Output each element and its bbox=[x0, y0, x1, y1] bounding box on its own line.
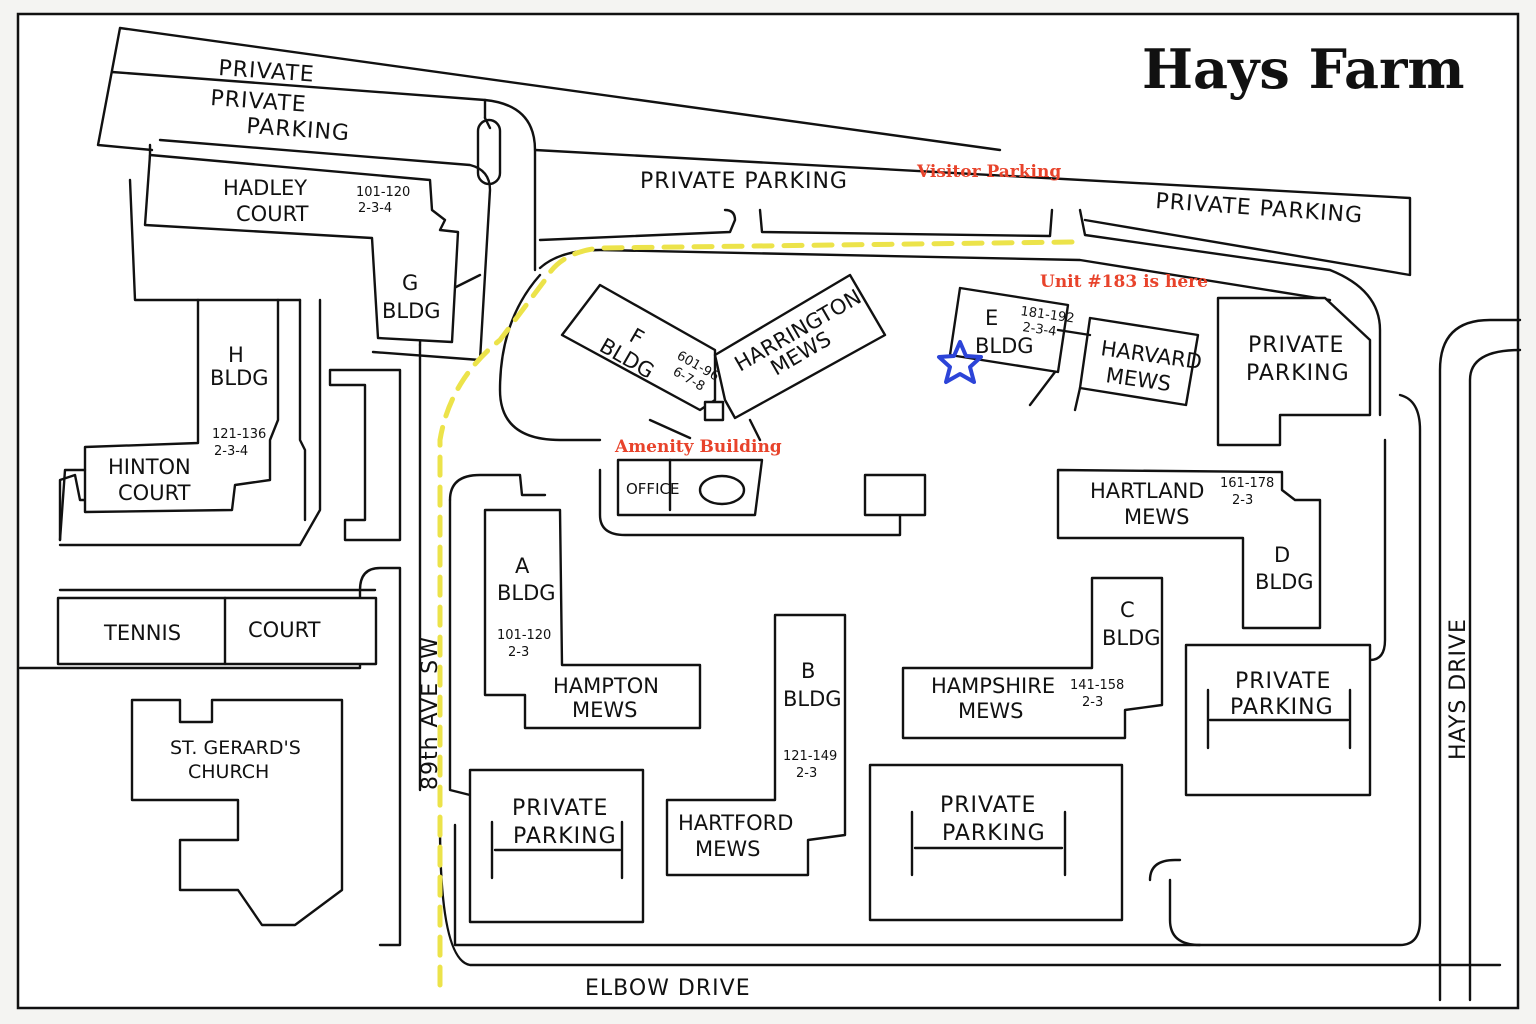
svg-text:COURT: COURT bbox=[236, 202, 309, 226]
parking-lot-bottom-mid bbox=[868, 763, 1124, 922]
parking-label-lot-d2: PARKING bbox=[942, 821, 1046, 846]
svg-text:BLDG: BLDG bbox=[975, 334, 1034, 358]
amenity-building-label: Amenity Building bbox=[614, 437, 782, 457]
svg-text:COURT: COURT bbox=[248, 618, 321, 642]
svg-text:A: A bbox=[515, 554, 530, 578]
svg-text:OFFICE: OFFICE bbox=[626, 480, 679, 498]
map-title: Hays Farm bbox=[1142, 37, 1465, 101]
amenity-building bbox=[616, 458, 764, 517]
visitor-parking-label: Visitor Parking bbox=[916, 162, 1061, 182]
parking-label-lot-c1: PRIVATE bbox=[512, 796, 608, 821]
svg-text:D: D bbox=[1274, 543, 1290, 567]
harrington-building bbox=[713, 273, 887, 420]
svg-text:HAMPTON: HAMPTON bbox=[553, 674, 659, 698]
svg-text:HADLEY: HADLEY bbox=[223, 176, 307, 200]
svg-text:TENNIS: TENNIS bbox=[103, 621, 181, 645]
svg-text:BLDG: BLDG bbox=[210, 366, 269, 390]
hartland-building bbox=[1056, 468, 1322, 630]
harvard-building bbox=[1078, 316, 1200, 407]
parking-label-top: PRIVATE PARKING bbox=[640, 169, 848, 194]
parking-label-lot-b1: PRIVATE bbox=[1235, 669, 1331, 694]
church-building bbox=[130, 698, 344, 927]
svg-text:BLDG: BLDG bbox=[382, 299, 441, 323]
road-lines bbox=[18, 26, 1522, 1002]
svg-text:141-158: 141-158 bbox=[1070, 678, 1124, 693]
svg-text:2-3: 2-3 bbox=[508, 645, 529, 660]
svg-text:HARTFORD: HARTFORD bbox=[678, 811, 793, 835]
svg-text:121-136: 121-136 bbox=[212, 427, 266, 442]
unit-location-label: Unit #183 is here bbox=[1040, 272, 1208, 292]
svg-text:HINTON: HINTON bbox=[108, 455, 191, 479]
h-building bbox=[83, 298, 280, 514]
c-building bbox=[901, 576, 1164, 740]
street-elbow-drive: ELBOW DRIVE bbox=[585, 976, 751, 1001]
buildings bbox=[56, 138, 1372, 927]
svg-text:181-192: 181-192 bbox=[1019, 304, 1075, 326]
svg-text:G: G bbox=[402, 271, 418, 295]
svg-text:2-3-4: 2-3-4 bbox=[1021, 320, 1057, 340]
svg-text:2-3-4: 2-3-4 bbox=[214, 444, 248, 459]
svg-text:HARTLAND: HARTLAND bbox=[1090, 479, 1204, 503]
svg-text:BLDG: BLDG bbox=[1102, 626, 1161, 650]
parking-lot-right-top bbox=[1216, 296, 1372, 447]
walkway-path bbox=[437, 239, 1075, 988]
tennis-court bbox=[56, 596, 378, 666]
svg-text:2-3-4: 2-3-4 bbox=[358, 201, 392, 216]
svg-text:2-3: 2-3 bbox=[1232, 493, 1253, 508]
svg-text:2-3: 2-3 bbox=[796, 766, 817, 781]
svg-text:H: H bbox=[228, 343, 244, 367]
parking-label-lot-c2: PARKING bbox=[513, 824, 617, 849]
street-hays-drive: HAYS DRIVE bbox=[1446, 618, 1471, 760]
star-icon bbox=[937, 340, 983, 384]
street-89th-ave: 89th AVE SW bbox=[418, 636, 443, 790]
svg-text:121-149: 121-149 bbox=[783, 749, 837, 764]
svg-text:CHURCH: CHURCH bbox=[188, 761, 269, 783]
parking-label-lot-b2: PARKING bbox=[1230, 695, 1334, 720]
svg-text:MEWS: MEWS bbox=[695, 837, 760, 861]
svg-text:C: C bbox=[1120, 598, 1135, 622]
svg-text:BLDG: BLDG bbox=[783, 687, 842, 711]
svg-text:MEWS: MEWS bbox=[958, 699, 1023, 723]
svg-text:161-178: 161-178 bbox=[1220, 476, 1274, 491]
svg-text:HAMPSHIRE: HAMPSHIRE bbox=[931, 674, 1055, 698]
parking-lot-bottom-left bbox=[468, 768, 645, 924]
svg-text:101-120: 101-120 bbox=[356, 185, 410, 200]
svg-text:B: B bbox=[801, 659, 815, 683]
svg-text:COURT: COURT bbox=[118, 481, 191, 505]
parking-label-lot-a2: PARKING bbox=[1246, 361, 1350, 386]
svg-text:BLDG: BLDG bbox=[497, 581, 556, 605]
parking-label-lot-a1: PRIVATE bbox=[1248, 333, 1344, 358]
svg-text:BLDG: BLDG bbox=[1255, 570, 1314, 594]
svg-text:ST. GERARD'S: ST. GERARD'S bbox=[170, 737, 301, 759]
svg-text:E: E bbox=[985, 306, 998, 330]
svg-text:101-120: 101-120 bbox=[497, 628, 551, 643]
svg-text:MEWS: MEWS bbox=[572, 698, 637, 722]
hadley-court-building bbox=[143, 153, 460, 344]
svg-text:2-3: 2-3 bbox=[1082, 695, 1103, 710]
a-building bbox=[483, 508, 702, 730]
svg-text:MEWS: MEWS bbox=[1124, 505, 1189, 529]
parking-label-lot-d1: PRIVATE bbox=[940, 793, 1036, 818]
b-building bbox=[665, 613, 847, 877]
e-building bbox=[948, 286, 1070, 374]
